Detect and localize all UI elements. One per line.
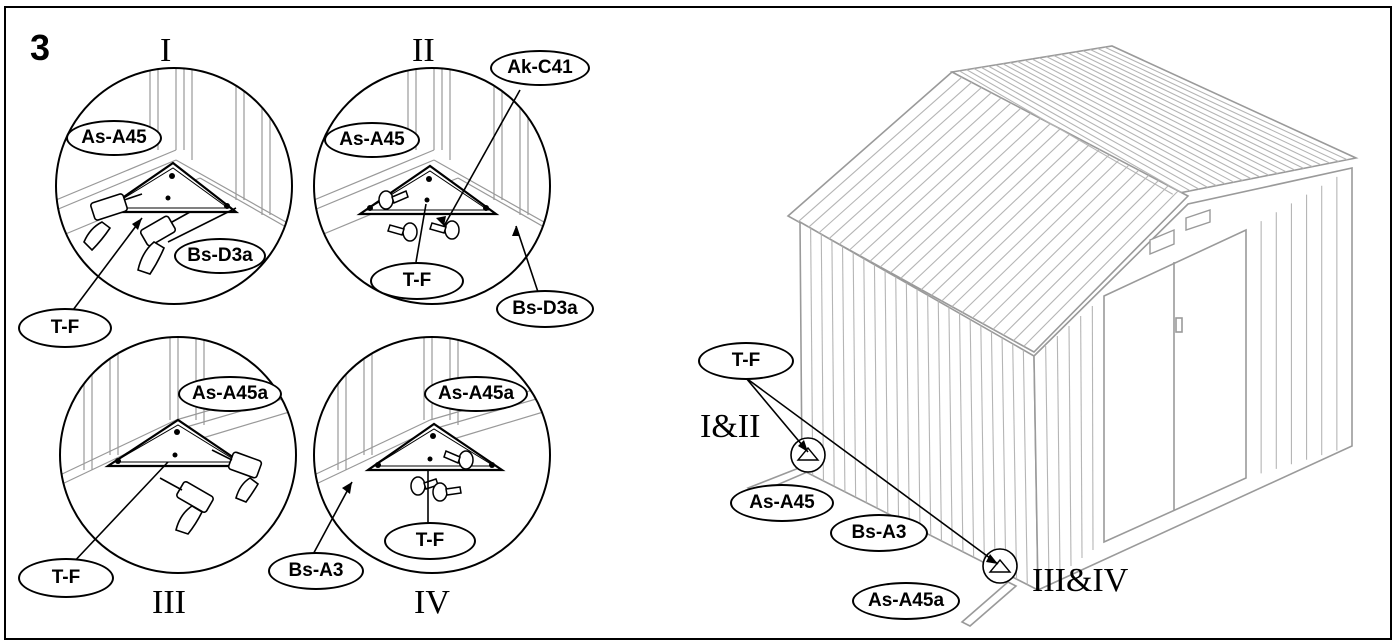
panel-title-2: II [412, 32, 435, 69]
gable-vents [1149, 209, 1211, 256]
panel-title-3: III [152, 584, 186, 621]
part-label: T-F [370, 262, 464, 300]
step-number: 3 [30, 27, 51, 68]
part-label: Ak-C41 [490, 50, 590, 86]
panel-title-1: I [160, 32, 172, 69]
part-label: As-A45a [178, 376, 282, 412]
part-label: T-F [18, 308, 112, 348]
part-label: T-F [698, 342, 794, 380]
leader-arrowheads [132, 216, 520, 494]
part-label: T-F [18, 558, 114, 598]
panel-title-4: IV [414, 584, 450, 621]
part-label: As-A45 [66, 120, 162, 156]
overview-leaders [745, 377, 999, 565]
part-label: T-F [384, 522, 476, 560]
shed-panel-lines [797, 46, 1348, 585]
part-label: Bs-A3 [268, 552, 364, 590]
callout-front-label: I&II [700, 408, 761, 445]
part-label: Bs-A3 [830, 514, 928, 552]
part-label: As-A45 [324, 122, 420, 158]
part-label: Bs-D3a [496, 290, 594, 328]
part-label: As-A45a [424, 376, 528, 412]
part-label: As-A45 [730, 484, 834, 522]
detail-circle-2 [313, 67, 551, 305]
detail-circle-1 [55, 67, 293, 305]
part-label: Bs-D3a [174, 238, 266, 274]
page-border [4, 6, 1392, 640]
callout-corner-label: III&IV [1032, 562, 1129, 599]
part-label: As-A45a [852, 582, 960, 620]
detail-circle-4 [313, 336, 551, 574]
leader-lines [69, 89, 539, 567]
